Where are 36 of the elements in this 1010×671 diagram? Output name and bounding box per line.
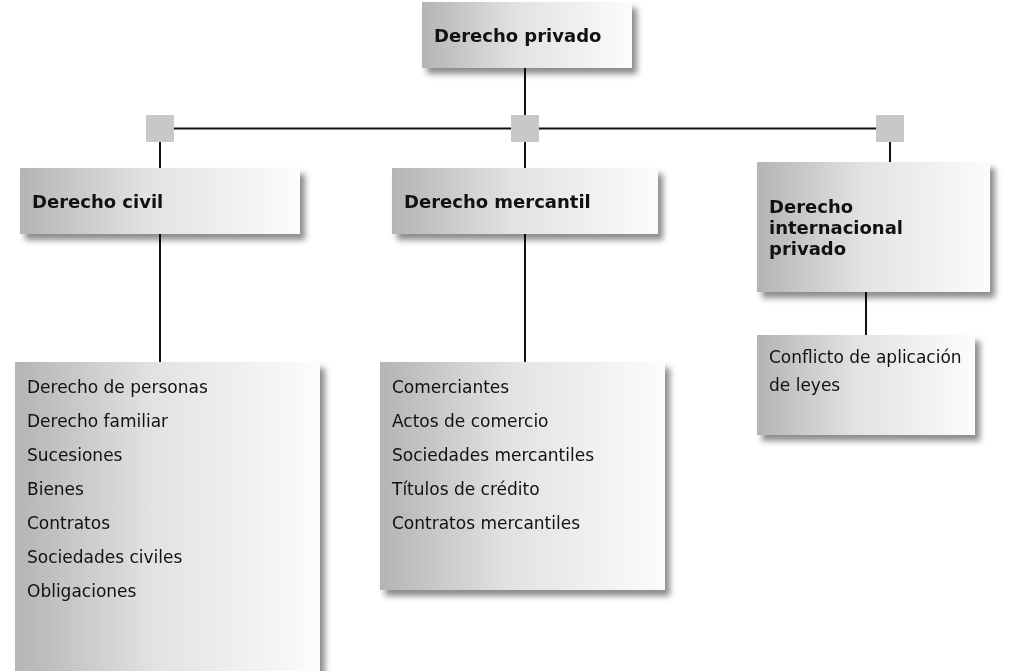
list-item: Contratos mercantiles xyxy=(392,512,582,535)
connector-line xyxy=(889,141,891,163)
connector-line xyxy=(173,127,512,130)
topic-list-box xyxy=(380,362,665,590)
heading-box xyxy=(392,168,658,234)
connector-line xyxy=(524,233,526,363)
list-item: Bienes xyxy=(27,478,85,501)
heading-text: Derecho civil xyxy=(32,190,164,212)
connector-line xyxy=(159,141,161,169)
heading-text: Derecho privado xyxy=(434,24,602,46)
list-item: Comerciantes xyxy=(392,376,511,399)
heading-text: Derecho internacional privado xyxy=(769,195,904,259)
list-item: Actos de comercio xyxy=(392,410,550,433)
heading-box xyxy=(20,168,300,234)
list-item: Sociedades civiles xyxy=(27,546,184,569)
connector-line xyxy=(524,67,526,116)
junction-square xyxy=(511,115,539,142)
connector-line xyxy=(865,291,867,336)
list-item: Títulos de crédito xyxy=(392,478,541,501)
connector-line xyxy=(538,127,877,130)
heading-box xyxy=(422,2,632,68)
list-item: Obligaciones xyxy=(27,580,138,603)
list-item: Sociedades mercantiles xyxy=(392,444,596,467)
junction-square xyxy=(876,115,904,142)
connector-line xyxy=(159,233,161,363)
list-item: Derecho familiar xyxy=(27,410,170,433)
list-item: Conflicto de aplicación de leyes xyxy=(769,346,963,397)
junction-square xyxy=(146,115,174,142)
heading-text: Derecho mercantil xyxy=(404,190,591,212)
list-item: Contratos xyxy=(27,512,112,535)
connector-line xyxy=(524,141,526,169)
topic-list-box xyxy=(757,335,975,435)
list-item: Derecho de personas xyxy=(27,376,209,399)
list-item: Sucesiones xyxy=(27,444,124,467)
heading-box xyxy=(757,162,990,292)
topic-list-box xyxy=(15,362,320,671)
